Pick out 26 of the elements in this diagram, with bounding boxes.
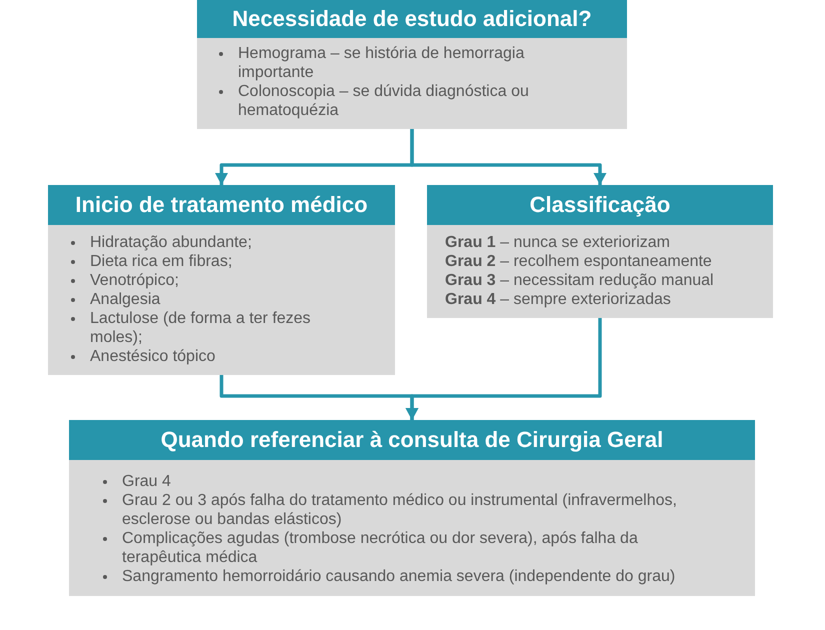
- connector-arrow: [410, 129, 606, 185]
- bullet-list-item: Sangramento hemorroidário causando anemia severa (independente do grau): [102, 567, 713, 586]
- bullet-list-item: Anestésico tópico: [70, 347, 359, 366]
- bullet-list-item: Hidratação abundante;: [70, 233, 359, 252]
- bullet-list-item: Dieta rica em fibras;: [70, 252, 359, 271]
- grade-description: Grau 2 – recolhem espontaneamente: [445, 252, 713, 271]
- connector-arrow: [406, 318, 602, 420]
- bullet-list-item: Complicações agudas (trombose necrótica ou dor severa), após falha da terapêutica médica: [102, 529, 713, 567]
- flow-card: [427, 185, 773, 318]
- bullet-list-item: Grau 4: [102, 472, 713, 491]
- bullet-list-item: Lactulose (de forma a ter fezes moles);: [70, 309, 359, 347]
- flow-card: [197, 0, 627, 129]
- grade-description: Grau 4 – sempre exteriorizadas: [445, 290, 672, 309]
- bullet-list-item: Grau 2 ou 3 após falha do tratamento médico ou instrumental (infravermelhos, esclerose ou bandas elásticos): [102, 491, 713, 529]
- card-header: Inicio de tratamento médico: [48, 185, 395, 225]
- grade-description: Grau 3 – necessitam redução manual: [445, 271, 715, 290]
- bullet-list-item: Analgesia: [70, 290, 359, 309]
- flow-card: [69, 420, 755, 596]
- card-header: Classificação: [427, 185, 773, 225]
- bullet-list-item: Venotrópico;: [70, 271, 359, 290]
- bullet-list-item: Colonoscopia – se dúvida diagnóstica ou hematoquézia: [218, 82, 587, 120]
- flow-card: [48, 185, 395, 375]
- bullet-list-item: Hemograma – se história de hemorragia importante: [218, 44, 587, 82]
- grade-description: Grau 1 – nunca se exteriorizam: [445, 233, 671, 252]
- card-header: Quando referenciar à consulta de Cirurgia Geral: [69, 420, 755, 460]
- card-header: Necessidade de estudo adicional?: [197, 0, 627, 38]
